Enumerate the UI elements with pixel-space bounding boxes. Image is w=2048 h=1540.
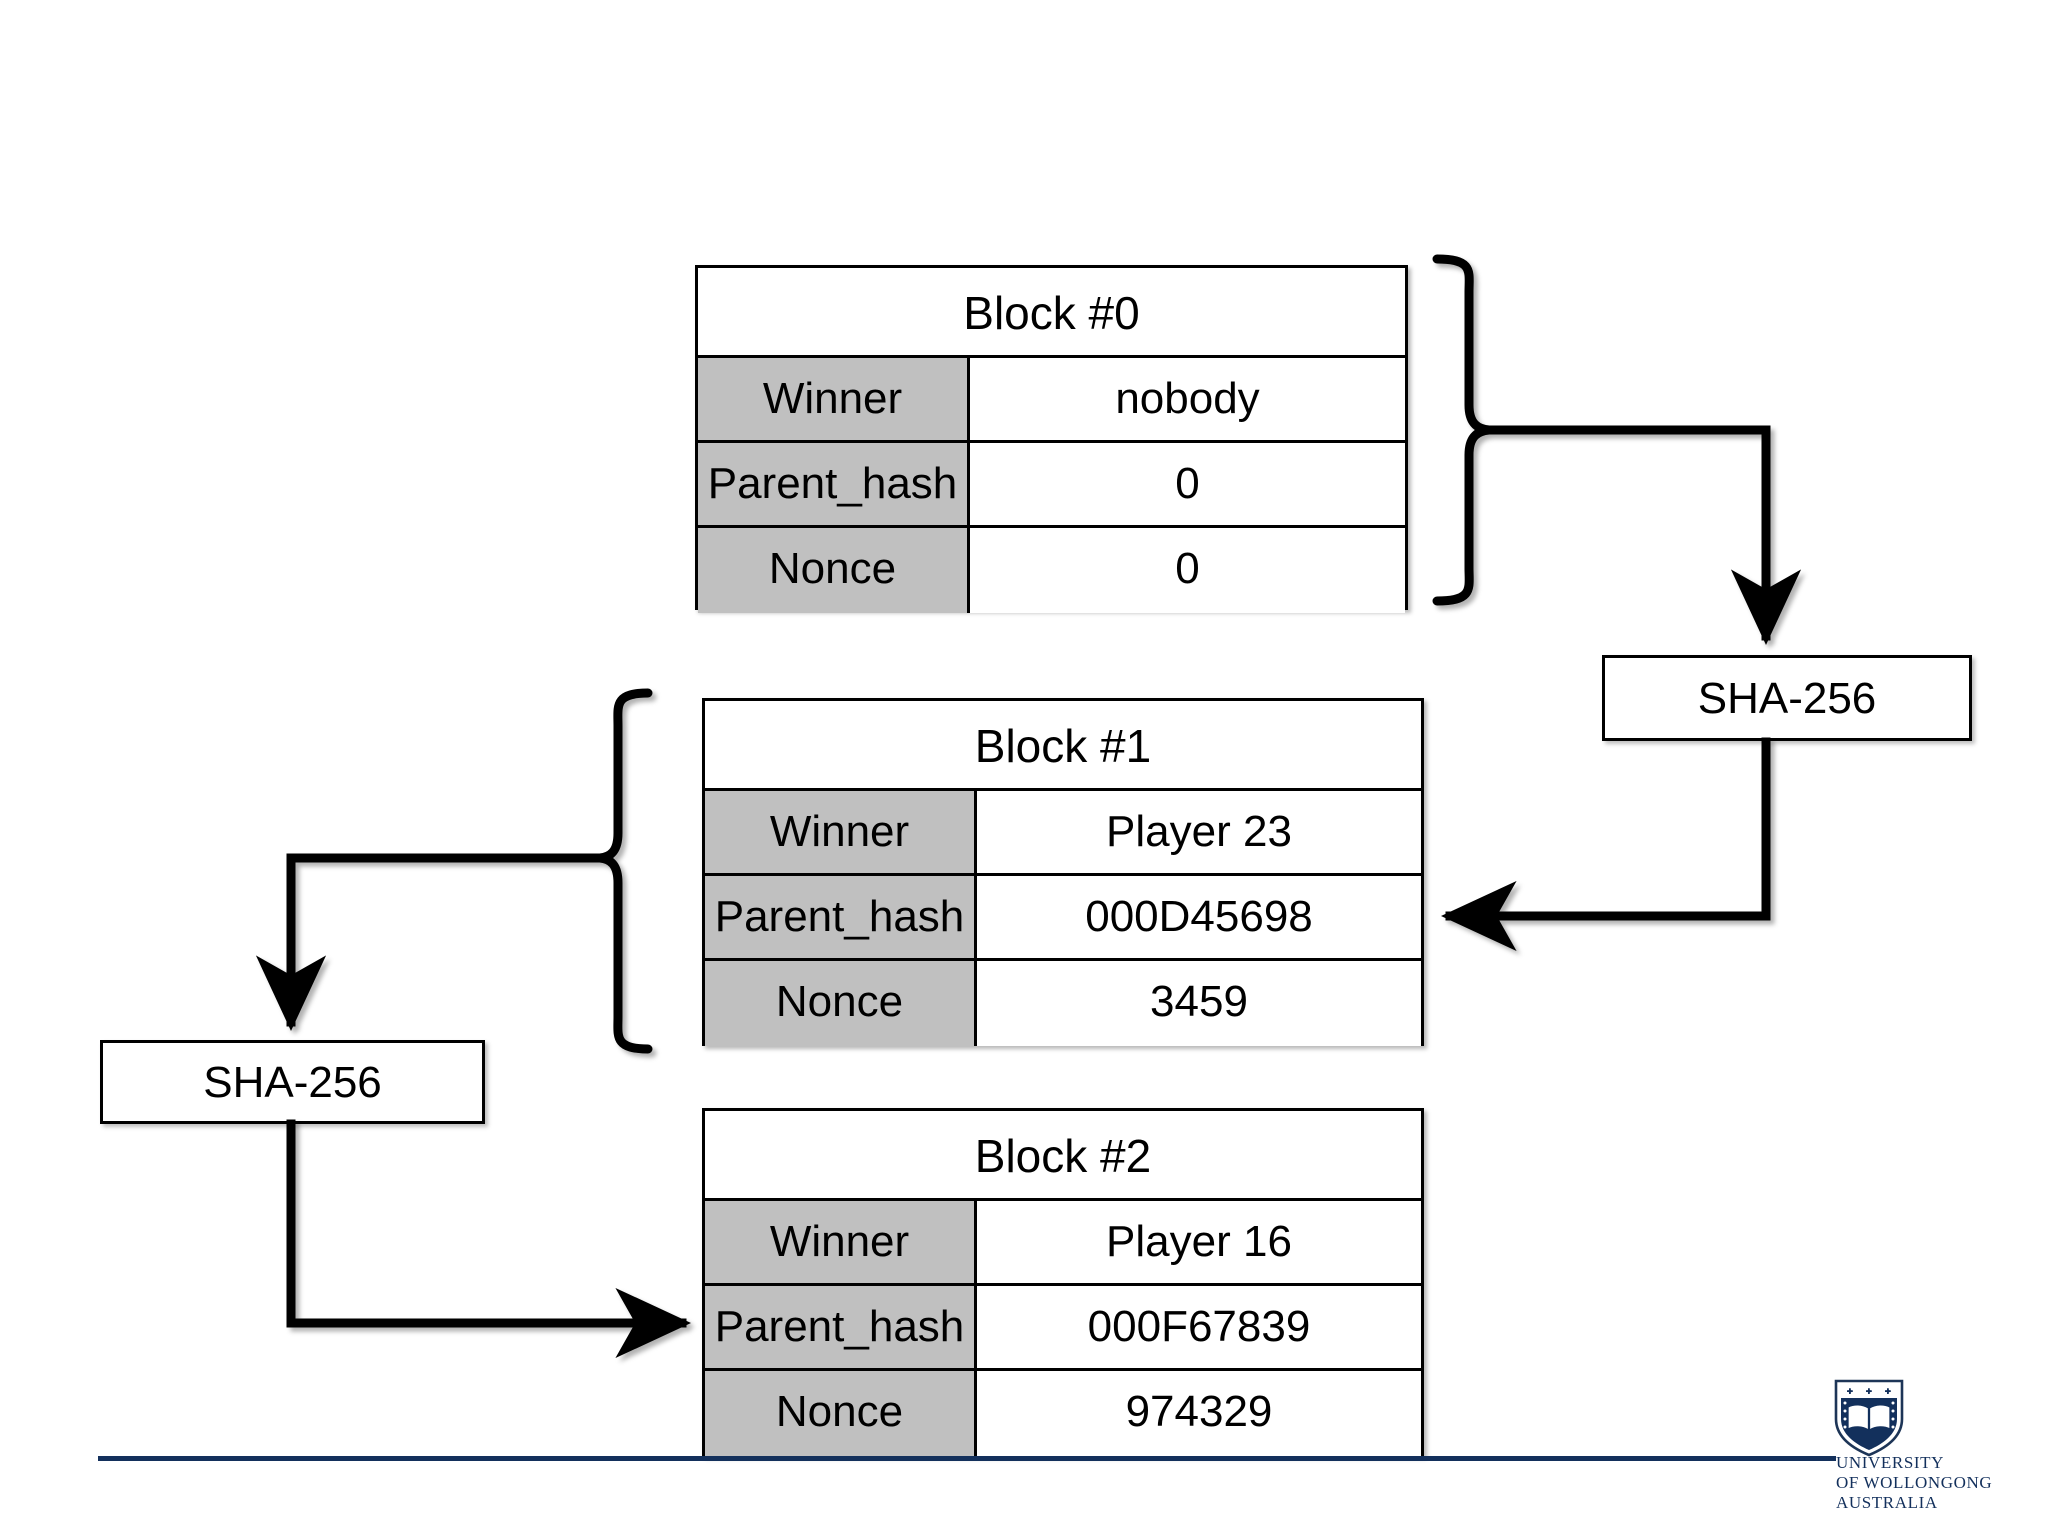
wire-sha256-left-to-block2-parent-hash [286, 1119, 691, 1359]
brace-right-block0 [1432, 254, 1494, 606]
block-card-0: Block #0 Winner nobody Parent_hash 0 Non… [695, 265, 1408, 613]
footer-divider [98, 1456, 1836, 1461]
wire-block0-to-sha256-right [1484, 425, 1802, 645]
table-row: Winner Player 23 [705, 791, 1421, 876]
row-key-winner: Winner [705, 1201, 977, 1283]
table-row: Nonce 3459 [705, 961, 1421, 1046]
row-key-nonce: Nonce [705, 961, 977, 1046]
block-title-0: Block #0 [698, 268, 1405, 358]
table-row: Winner Player 16 [705, 1201, 1421, 1286]
row-value-parent-hash: 000F67839 [977, 1286, 1421, 1368]
block-card-2: Block #2 Winner Player 16 Parent_hash 00… [702, 1108, 1424, 1456]
row-key-winner: Winner [698, 358, 970, 440]
block-title-2: Block #2 [705, 1111, 1421, 1201]
sha256-box-left: SHA-256 [100, 1040, 485, 1124]
row-value-winner: nobody [970, 358, 1405, 440]
table-row: Nonce 974329 [705, 1371, 1421, 1456]
table-row: Parent_hash 000F67839 [705, 1286, 1421, 1371]
row-key-nonce: Nonce [705, 1371, 977, 1456]
wire-block1-to-sha256-left [255, 853, 605, 1031]
row-key-nonce: Nonce [698, 528, 970, 613]
row-value-parent-hash: 000D45698 [977, 876, 1421, 958]
table-row: Nonce 0 [698, 528, 1405, 613]
row-value-nonce: 0 [970, 528, 1405, 613]
logo-line-3: AUSTRALIA [1836, 1493, 1938, 1512]
row-value-nonce: 3459 [977, 961, 1421, 1046]
row-value-winner: Player 16 [977, 1201, 1421, 1283]
table-row: Winner nobody [698, 358, 1405, 443]
logo-line-1: UNIVERSITY [1836, 1453, 1944, 1472]
row-value-winner: Player 23 [977, 791, 1421, 873]
row-key-parent-hash: Parent_hash [705, 876, 977, 958]
row-key-parent-hash: Parent_hash [698, 443, 970, 525]
uow-logo-text: UNIVERSITY OF WOLLONGONG AUSTRALIA [1836, 1453, 1992, 1513]
row-value-nonce: 974329 [977, 1371, 1421, 1456]
brace-left-block1 [595, 688, 653, 1054]
row-value-parent-hash: 0 [970, 443, 1405, 525]
uow-logo: UNIVERSITY OF WOLLONGONG AUSTRALIA [1828, 1375, 2048, 1535]
block-title-1: Block #1 [705, 701, 1421, 791]
block-card-1: Block #1 Winner Player 23 Parent_hash 00… [702, 698, 1424, 1046]
wire-sha256-right-to-block1-parent-hash [1441, 737, 1771, 952]
table-row: Parent_hash 0 [698, 443, 1405, 528]
sha256-box-right: SHA-256 [1602, 655, 1972, 741]
row-key-parent-hash: Parent_hash [705, 1286, 977, 1368]
row-key-winner: Winner [705, 791, 977, 873]
logo-line-2: OF WOLLONGONG [1836, 1473, 1993, 1492]
uow-crest-icon [1834, 1379, 1904, 1457]
table-row: Parent_hash 000D45698 [705, 876, 1421, 961]
